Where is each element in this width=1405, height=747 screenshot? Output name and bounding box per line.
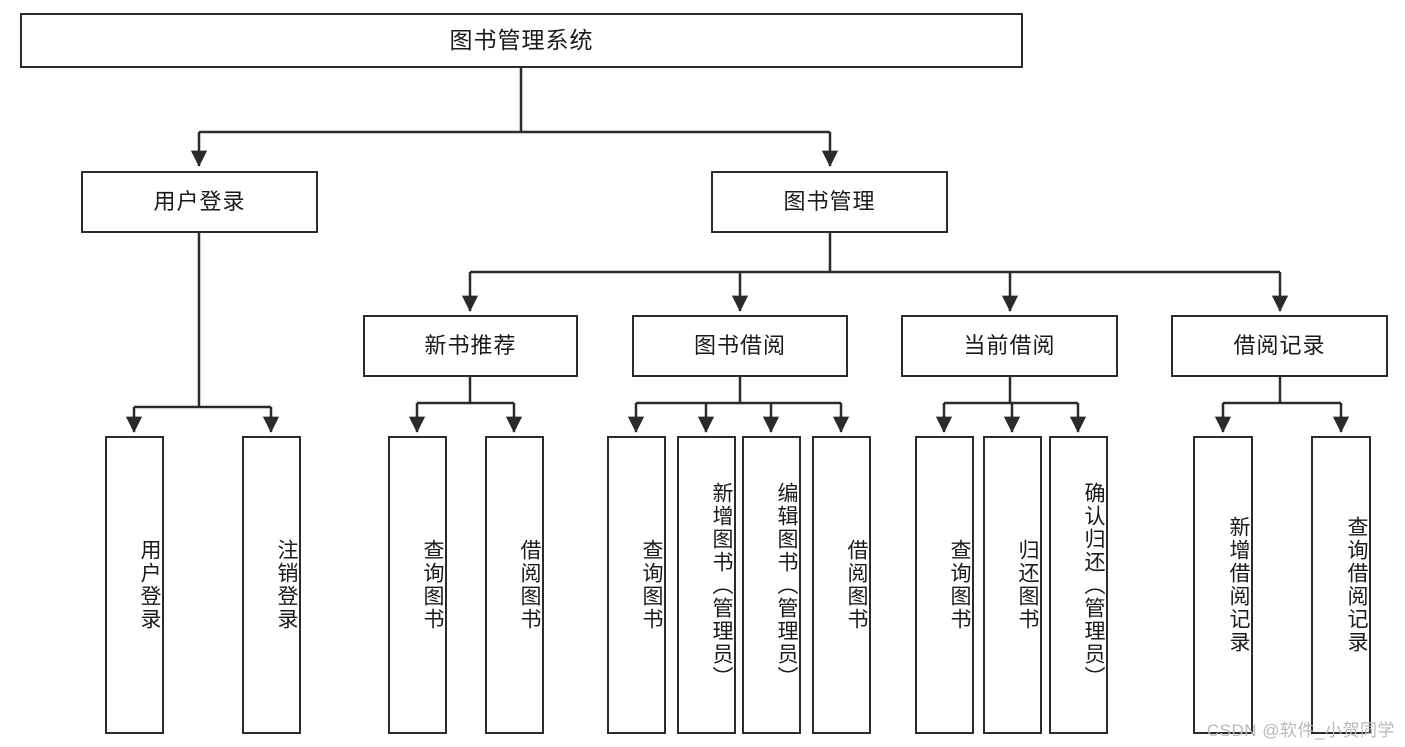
leaf-book-borrow-add-book-admin[interactable]: 新增图书（管理员） [677,436,736,734]
leaf-new-book-borrow-books[interactable]: 借阅图书 [485,436,544,734]
node-root-book-management-system[interactable]: 图书管理系统 [20,13,1023,68]
node-current-borrowing[interactable]: 当前借阅 [901,315,1118,377]
node-label: 当前借阅 [963,332,1056,358]
node-label: 图书管理系统 [449,26,594,53]
leaf-book-borrow-query-books[interactable]: 查询图书 [607,436,666,734]
leaf-borrow-records-add-record[interactable]: 新增借阅记录 [1193,436,1253,734]
node-book-management[interactable]: 图书管理 [711,171,948,233]
node-user-login[interactable]: 用户登录 [81,171,318,233]
node-label: 用户登录 [153,188,246,214]
leaf-current-borrow-query-books[interactable]: 查询图书 [915,436,974,734]
node-label: 借阅图书 [845,539,868,631]
leaf-new-book-query-books[interactable]: 查询图书 [388,436,447,734]
node-label: 用户登录 [138,539,161,631]
leaf-current-borrow-confirm-return-admin[interactable]: 确认归还（管理员） [1049,436,1108,734]
node-label: 借阅图书 [518,539,541,631]
node-label: 图书管理 [783,188,876,214]
node-label: 图书借阅 [693,332,786,358]
node-label: 借阅记录 [1233,332,1326,358]
node-label: 注销登录 [275,539,298,631]
node-label: 查询图书 [640,539,663,631]
leaf-borrow-records-query-record[interactable]: 查询借阅记录 [1311,436,1371,734]
node-label: 归还图书 [1016,539,1039,631]
node-borrowing-records[interactable]: 借阅记录 [1171,315,1388,377]
node-label: 查询借阅记录 [1345,516,1368,654]
leaf-book-borrow-edit-book-admin[interactable]: 编辑图书（管理员） [742,436,801,734]
node-label: 查询图书 [421,539,444,631]
node-label: 新增借阅记录 [1227,516,1250,654]
node-book-borrowing[interactable]: 图书借阅 [632,315,848,377]
node-label: 确认归还（管理员） [1082,481,1105,689]
leaf-current-borrow-return-books[interactable]: 归还图书 [983,436,1042,734]
node-label: 查询图书 [948,539,971,631]
node-label: 新书推荐 [424,332,517,358]
watermark: CSDN @软件_小贺同学 [1206,721,1395,740]
leaf-user-login-login[interactable]: 用户登录 [105,436,164,734]
node-label: 新增图书（管理员） [710,481,733,689]
leaf-book-borrow-borrow-books[interactable]: 借阅图书 [812,436,871,734]
node-new-book-recommendation[interactable]: 新书推荐 [363,315,578,377]
node-label: 编辑图书（管理员） [775,481,798,689]
leaf-user-login-logout[interactable]: 注销登录 [242,436,301,734]
